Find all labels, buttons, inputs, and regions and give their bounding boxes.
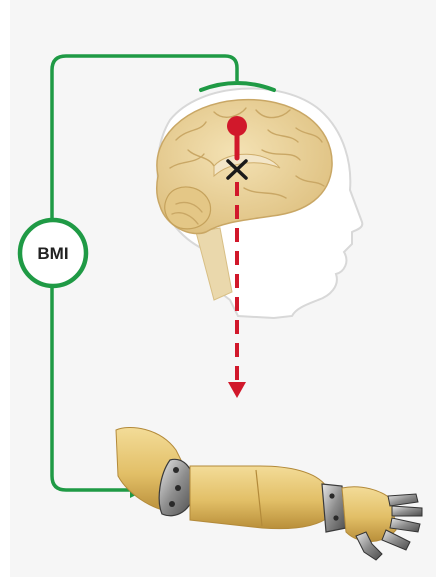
- red-dot-icon: [227, 116, 247, 136]
- bmi-label: BMI: [37, 244, 68, 263]
- robotic-forearm: [190, 466, 330, 529]
- arrowhead-down-icon: [228, 382, 246, 398]
- cerebellum: [165, 187, 211, 229]
